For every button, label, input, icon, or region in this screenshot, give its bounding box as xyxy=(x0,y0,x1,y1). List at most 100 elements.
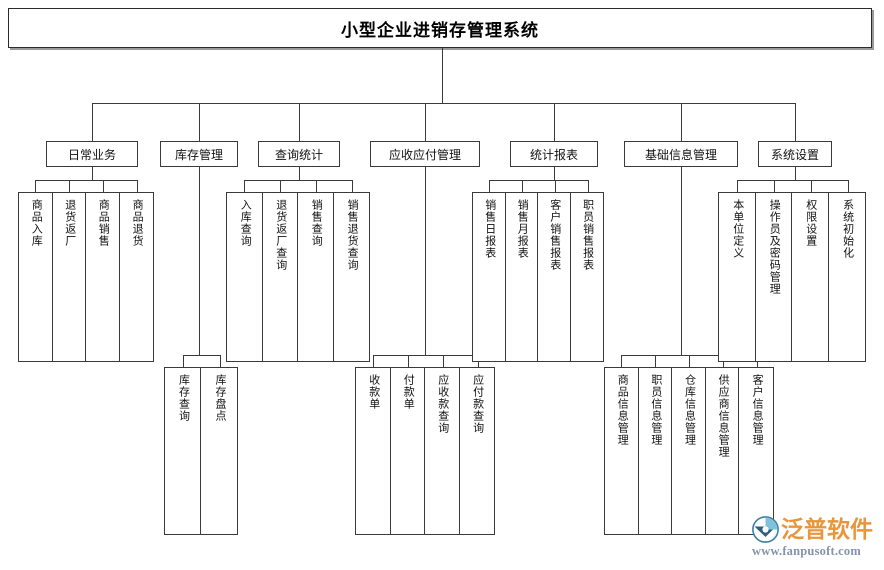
leaf-bus-line-daily-business xyxy=(35,180,137,181)
module-label-inventory-management: 库存管理 xyxy=(174,147,223,162)
leaf-item[interactable]: 职员销售报表 xyxy=(570,193,603,361)
leaf-bus-line-system-settings xyxy=(736,180,848,181)
module-label-system-settings: 系统设置 xyxy=(770,147,819,162)
leaf-item[interactable]: 职员信息管理 xyxy=(638,368,673,534)
module-label-query-statistics: 查询统计 xyxy=(274,147,323,162)
leaf-item[interactable]: 商品销售 xyxy=(86,193,120,361)
leaf-drop-line-system-settings-3 xyxy=(847,180,849,192)
leaf-item[interactable]: 销售月报表 xyxy=(505,193,538,361)
leaf-group-inventory-management: 库存查询 库存盘点 xyxy=(164,367,238,535)
leaf-item-label: 操作员及密码管理 xyxy=(768,199,781,295)
leaf-drop-line-statistical-reports-3 xyxy=(587,180,589,192)
leaf-drop-line-receivable-payable-management-0 xyxy=(372,355,374,367)
leaf-item-label: 销售查询 xyxy=(310,199,323,247)
leaf-item[interactable]: 退货返厂查询 xyxy=(262,193,298,361)
module-box-statistical-reports[interactable]: 统计报表 xyxy=(510,141,598,167)
leaf-item-label: 权限设置 xyxy=(804,199,817,247)
system-title-box: 小型企业进销存管理系统 xyxy=(8,8,872,48)
title-stem-line xyxy=(442,48,443,103)
leaf-stem-line-daily-business xyxy=(92,167,93,180)
leaf-stem-line-statistical-reports xyxy=(554,167,555,180)
leaf-item[interactable]: 收款单 xyxy=(356,368,391,534)
leaf-drop-line-query-statistics-3 xyxy=(352,180,353,192)
module-drop-line-receivable-payable-management xyxy=(425,103,426,141)
module-label-basic-information-management: 基础信息管理 xyxy=(644,147,717,162)
leaf-drop-line-system-settings-1 xyxy=(773,180,775,192)
leaf-item[interactable]: 客户信息管理 xyxy=(739,368,774,534)
leaf-item-label: 销售日报表 xyxy=(483,199,496,259)
leaf-item[interactable]: 销售查询 xyxy=(298,193,334,361)
leaf-item[interactable]: 销售日报表 xyxy=(473,193,506,361)
leaf-item[interactable]: 操作员及密码管理 xyxy=(755,193,792,361)
leaf-drop-line-query-statistics-0 xyxy=(244,180,245,192)
leaf-item[interactable]: 应付款查询 xyxy=(459,368,494,534)
module-box-basic-information-management[interactable]: 基础信息管理 xyxy=(624,141,738,167)
leaf-group-daily-business: 商品入库退货返厂 商品销售商品退货 xyxy=(18,192,154,362)
leaf-item-label: 商品销售 xyxy=(97,199,110,247)
leaf-item[interactable]: 供应商信息管理 xyxy=(705,368,740,534)
leaf-item[interactable]: 库存查询 xyxy=(165,368,202,534)
leaf-item[interactable]: 本单位定义 xyxy=(719,193,756,361)
module-box-receivable-payable-management[interactable]: 应收应付管理 xyxy=(370,141,480,167)
leaf-item[interactable]: 销售退货查询 xyxy=(333,193,369,361)
leaf-drop-line-receivable-payable-management-1 xyxy=(407,355,409,367)
leaf-item-label: 入库查询 xyxy=(239,199,252,247)
leaf-stem-line-query-statistics xyxy=(299,167,300,180)
module-box-inventory-management[interactable]: 库存管理 xyxy=(160,141,238,167)
module-bus-line xyxy=(92,103,795,104)
leaf-item[interactable]: 应收款查询 xyxy=(425,368,460,534)
module-drop-line-daily-business xyxy=(92,103,93,141)
leaf-stem-line-inventory-management xyxy=(199,167,200,355)
leaf-item[interactable]: 仓库信息管理 xyxy=(672,368,706,534)
leaf-group-receivable-payable-management: 收款单 付款单应收款查询应付款查询 xyxy=(355,367,495,535)
leaf-drop-line-basic-information-management-0 xyxy=(621,355,622,367)
leaf-item[interactable]: 系统初始化 xyxy=(828,193,865,361)
module-label-statistical-reports: 统计报表 xyxy=(529,147,578,162)
leaf-drop-line-statistical-reports-2 xyxy=(554,180,556,192)
leaf-item-label: 退货返厂查询 xyxy=(274,199,287,271)
module-box-system-settings[interactable]: 系统设置 xyxy=(758,141,832,167)
leaf-item-label: 仓库信息管理 xyxy=(683,374,696,446)
leaf-drop-line-statistical-reports-0 xyxy=(488,180,490,192)
leaf-drop-line-daily-business-3 xyxy=(137,180,138,192)
leaf-drop-line-inventory-management-0 xyxy=(182,355,184,367)
leaf-item-label: 收款单 xyxy=(367,374,380,410)
leaf-item-label: 退货返厂 xyxy=(63,199,76,247)
leaf-stem-line-receivable-payable-management xyxy=(425,167,426,355)
leaf-item-label: 库存盘点 xyxy=(213,374,226,422)
module-label-daily-business: 日常业务 xyxy=(67,147,116,162)
leaf-item-label: 客户销售报表 xyxy=(548,199,561,271)
module-drop-line-inventory-management xyxy=(199,103,200,141)
leaf-drop-line-query-statistics-2 xyxy=(316,180,317,192)
module-drop-line-system-settings xyxy=(795,103,796,141)
leaf-item[interactable]: 权限设置 xyxy=(792,193,829,361)
leaf-drop-line-inventory-management-1 xyxy=(219,355,221,367)
leaf-item[interactable]: 库存盘点 xyxy=(201,368,237,534)
leaf-item[interactable]: 退货返厂 xyxy=(52,193,86,361)
watermark-brand: 泛普软件 xyxy=(781,517,873,542)
leaf-drop-line-daily-business-0 xyxy=(35,180,36,192)
module-box-query-statistics[interactable]: 查询统计 xyxy=(258,141,340,167)
module-box-daily-business[interactable]: 日常业务 xyxy=(46,141,138,167)
leaf-item[interactable]: 付款单 xyxy=(390,368,425,534)
leaf-item-label: 职员销售报表 xyxy=(581,199,594,271)
module-label-receivable-payable-management: 应收应付管理 xyxy=(388,147,461,162)
module-drop-line-basic-information-management xyxy=(681,103,682,141)
leaf-drop-line-system-settings-0 xyxy=(736,180,738,192)
leaf-item[interactable]: 商品信息管理 xyxy=(605,368,639,534)
leaf-item[interactable]: 商品入库 xyxy=(19,193,53,361)
leaf-item[interactable]: 入库查询 xyxy=(227,193,263,361)
leaf-drop-line-query-statistics-1 xyxy=(280,180,281,192)
leaf-item-label: 职员信息管理 xyxy=(649,374,662,446)
leaf-group-basic-information-management: 商品信息管理职员信息管理 仓库信息管理供应商信息管理客户信息管理 xyxy=(604,367,774,535)
leaf-drop-line-receivable-payable-management-2 xyxy=(442,355,444,367)
leaf-item-label: 付款单 xyxy=(402,374,415,410)
leaf-item-label: 库存查询 xyxy=(177,374,190,422)
leaf-group-query-statistics: 入库查询 退货返厂查询 销售查询销售退货查询 xyxy=(226,192,370,362)
leaf-item[interactable]: 商品退货 xyxy=(119,193,153,361)
leaf-stem-line-system-settings xyxy=(795,167,796,180)
leaf-item-label: 销售月报表 xyxy=(516,199,529,259)
leaf-group-statistical-reports: 销售日报表 销售月报表 客户销售报表 职员销售报表 xyxy=(472,192,604,362)
leaf-item[interactable]: 客户销售报表 xyxy=(538,193,571,361)
